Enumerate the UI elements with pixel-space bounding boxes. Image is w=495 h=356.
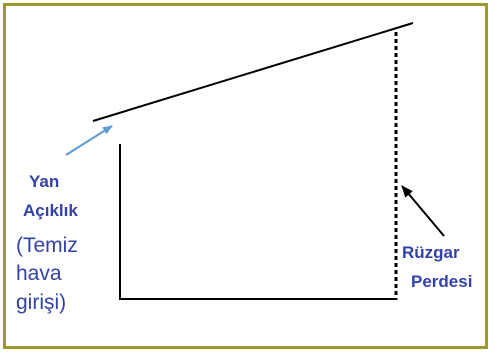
wind-curtain-arrow — [401, 185, 445, 237]
fresh-air-label-line2: hava — [16, 262, 62, 285]
fresh-air-label-line3: girişi) — [16, 291, 67, 314]
side-opening-label-line1: Yan — [29, 172, 60, 191]
wind-curtain-label-line1: Rüzgar — [402, 243, 460, 262]
fresh-air-label-line1: (Temiz — [16, 234, 78, 257]
side-opening-label-line2: Açıklık — [23, 201, 78, 220]
wind-curtain-label-line2: Perdesi — [411, 272, 473, 291]
sloped-roof-line — [92, 22, 414, 122]
diagram-frame — [3, 3, 488, 349]
side-opening-arrow — [65, 125, 113, 156]
